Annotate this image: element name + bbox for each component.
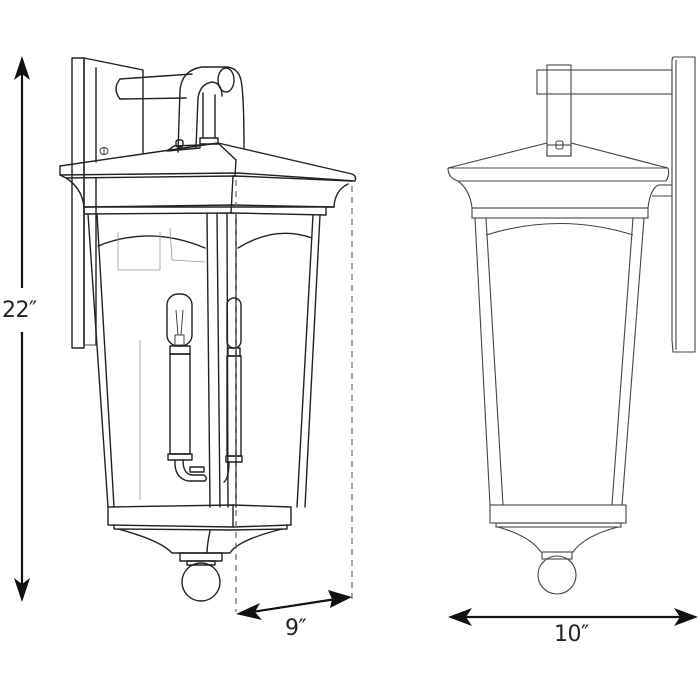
height-label: 22″ [2,298,37,323]
depth-label: 9″ [285,616,307,641]
side-lantern [447,56,696,595]
side-base [489,504,627,595]
candle-sockets [166,293,243,483]
height-dimension-arrow [14,56,30,602]
glass-frame [87,213,321,508]
hanging-arm [115,66,245,153]
side-wall-plate [671,56,696,353]
lantern-base [107,504,292,602]
width-dimension-arrow [448,608,698,626]
perspective-lantern [59,57,357,612]
depth-extension-lines [235,180,353,612]
wall-plate [71,57,144,349]
side-glass-frame [474,217,645,506]
side-arm [536,64,673,157]
roof [59,142,357,216]
side-roof [447,142,672,219]
depth-dimension-arrow [236,590,352,620]
width-label: 10″ [554,622,589,647]
